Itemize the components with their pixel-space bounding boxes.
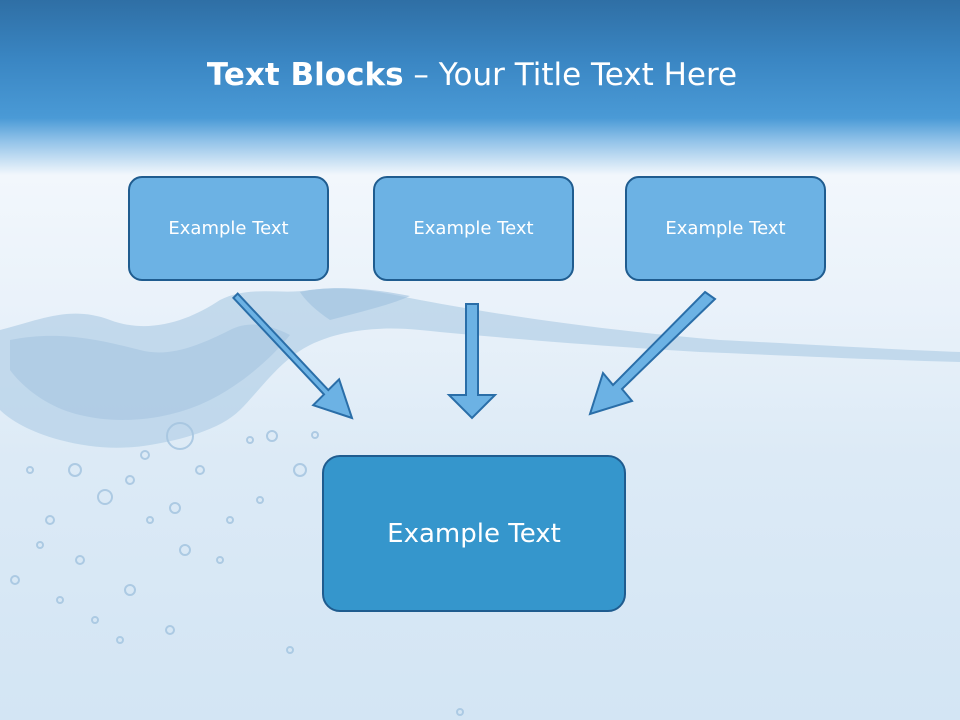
title-bold-text: Text Blocks xyxy=(206,57,404,93)
text-block-label: Example Text xyxy=(413,218,534,239)
text-block-label: Example Text xyxy=(387,518,561,549)
text-block-top-center[interactable]: Example Text xyxy=(373,176,574,281)
slide-title: Text Blocks – Your Title Text Here xyxy=(0,52,944,98)
text-block-result[interactable]: Example Text xyxy=(322,455,626,612)
title-separator: – xyxy=(403,57,439,93)
text-block-label: Example Text xyxy=(168,218,289,239)
text-block-label: Example Text xyxy=(665,218,786,239)
title-regular-text: Your Title Text Here xyxy=(438,57,738,93)
text-block-top-right[interactable]: Example Text xyxy=(625,176,826,281)
text-block-top-left[interactable]: Example Text xyxy=(128,176,329,281)
